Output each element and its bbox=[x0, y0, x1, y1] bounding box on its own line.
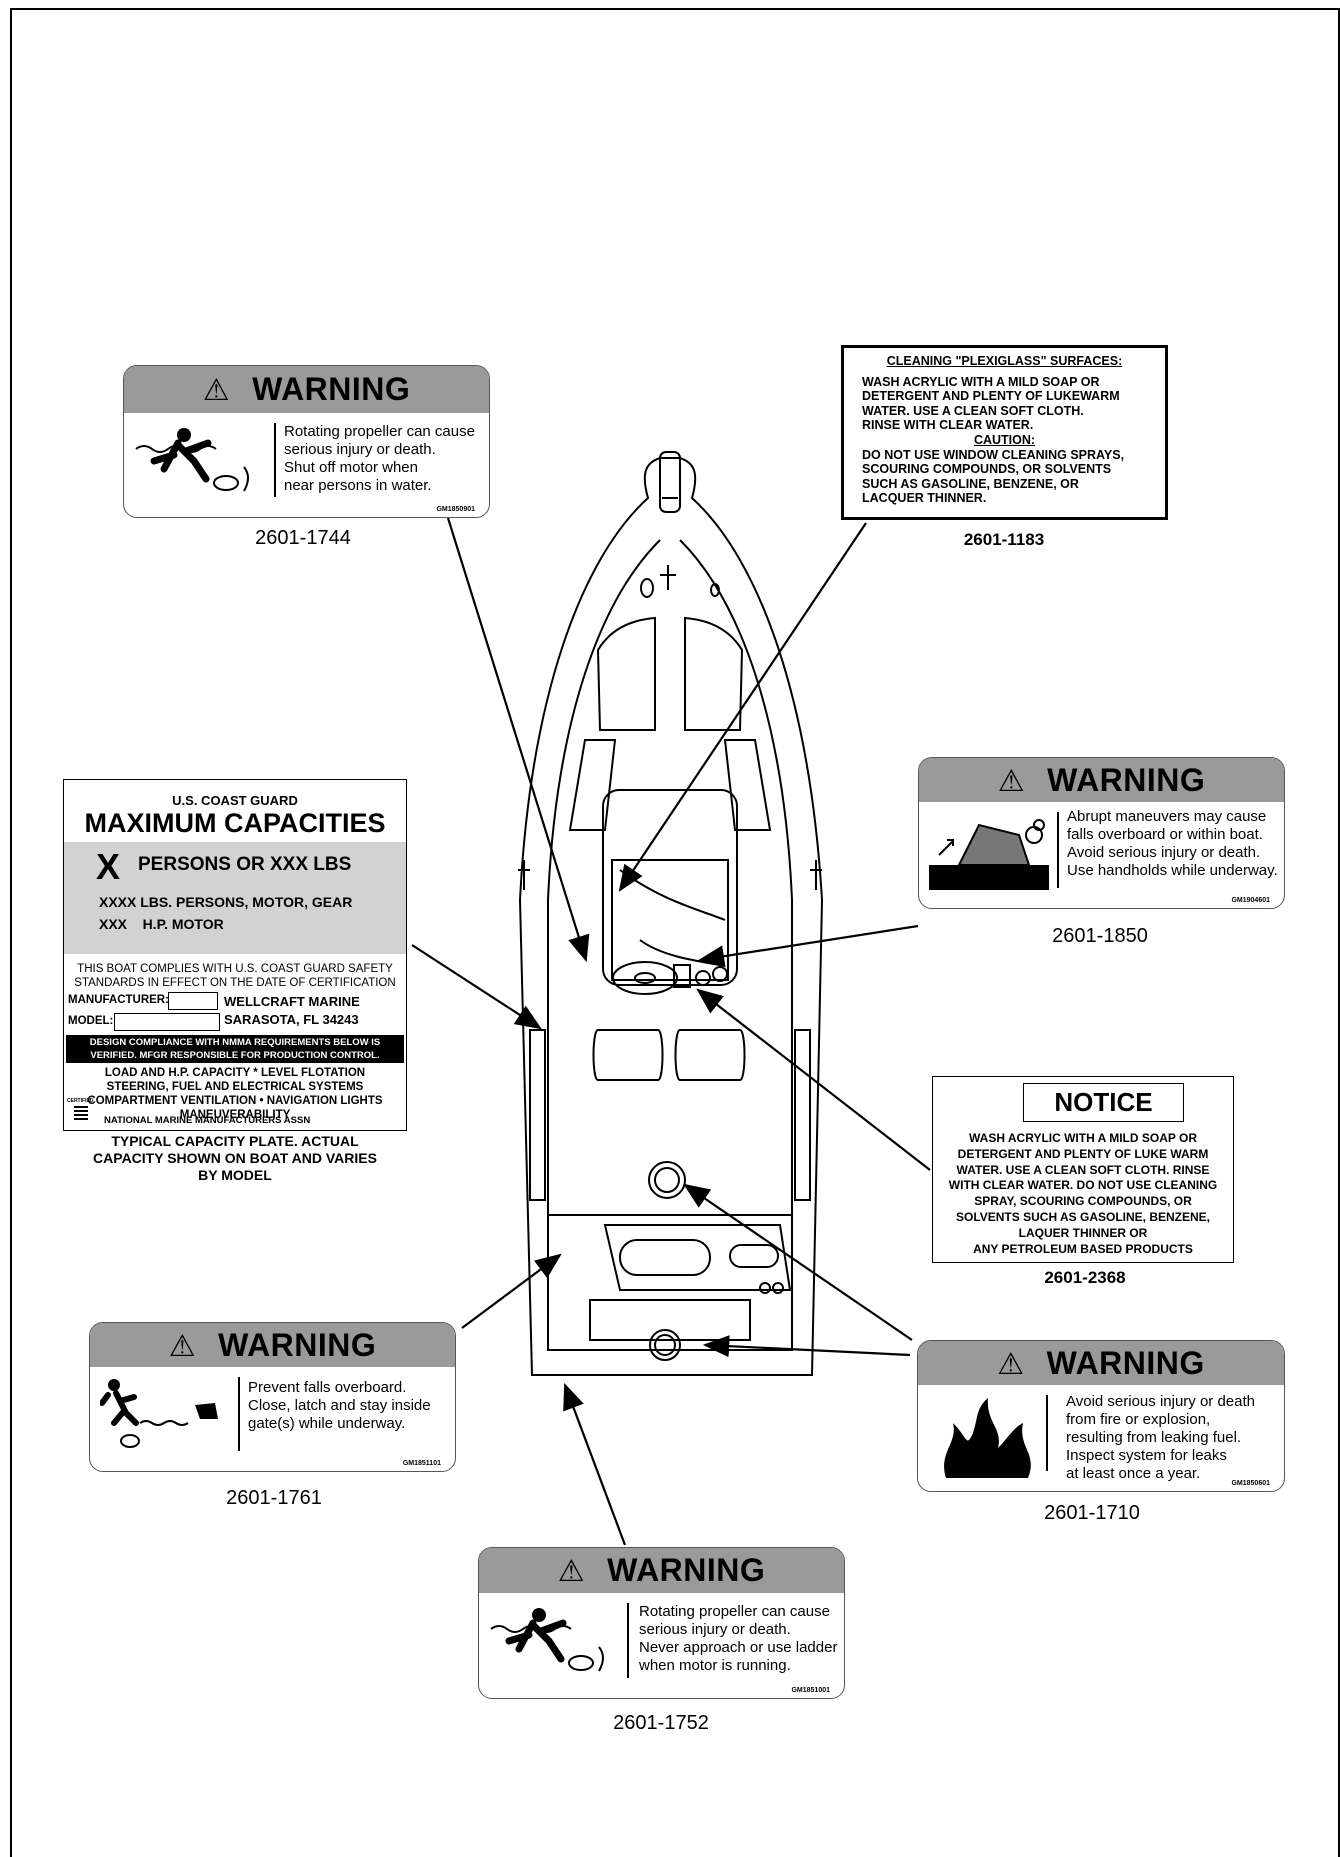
warning-header: ⚠WARNING bbox=[124, 366, 489, 413]
part-number-2601-1761: 2601-1761 bbox=[226, 1487, 322, 1509]
fall-overboard-icon bbox=[100, 1379, 218, 1448]
capacity-title: MAXIMUM CAPACITIES bbox=[84, 808, 386, 838]
persons-label: PERSONS OR XXX LBS bbox=[138, 854, 352, 875]
arrow-2601-1744 bbox=[446, 517, 590, 963]
persons-value: X bbox=[96, 846, 121, 887]
part-number-2601-1710: 2601-1710 bbox=[1044, 1502, 1140, 1524]
warning-triangle-icon: ⚠ bbox=[997, 1348, 1025, 1381]
warning-label-falls-overboard: ⚠WARNING Prevent falls overboard.Close, … bbox=[89, 1322, 456, 1472]
warning-triangle-icon: ⚠ bbox=[557, 1555, 586, 1588]
caution-title: CAUTION: bbox=[973, 432, 1036, 447]
divider-line bbox=[627, 1603, 629, 1678]
divider-line bbox=[1046, 1395, 1048, 1471]
divider-line bbox=[1057, 812, 1059, 888]
capacity-fields: X PERSONS OR XXX LBS XXXX LBS. PERSONS, … bbox=[64, 842, 406, 954]
warning-triangle-icon: ⚠ bbox=[997, 765, 1026, 798]
arrow-2601-1710-b bbox=[683, 1183, 913, 1341]
agency: U.S. COAST GUARD bbox=[172, 793, 298, 808]
warning-header: ⚠WARNING bbox=[918, 1341, 1284, 1385]
certified-mark: CERTIFIED bbox=[67, 1098, 94, 1104]
caution-text: DO NOT USE WINDOW CLEANING SPRAYS,SCOURI… bbox=[862, 447, 1125, 506]
leader-arrows bbox=[411, 517, 931, 1546]
arrow-2601-1710-a bbox=[702, 1335, 911, 1358]
warning-header: ⚠WARNING bbox=[90, 1323, 455, 1367]
arrow-capacity bbox=[411, 944, 542, 1030]
fire-icon bbox=[944, 1398, 1031, 1478]
manufacturer-block: MANUFACTURER: MODEL: WELLCRAFT MARINE SA… bbox=[64, 990, 406, 1032]
cleaning-title: CLEANING "PLEXIGLASS" SURFACES: bbox=[886, 354, 1123, 368]
warning-header: ⚠WARNING bbox=[479, 1548, 844, 1593]
part-number-2601-2368: 2601-2368 bbox=[1044, 1268, 1126, 1287]
nmma-bar: DESIGN COMPLIANCE WITH NMMA REQUIREMENTS… bbox=[66, 1035, 404, 1063]
hp-label: XXX H.P. MOTOR bbox=[99, 916, 224, 932]
warning-triangle-icon: ⚠ bbox=[202, 374, 231, 407]
complies-text: THIS BOAT COMPLIES WITH U.S. COAST GUARD… bbox=[74, 963, 396, 989]
part-number-2601-1752: 2601-1752 bbox=[613, 1712, 709, 1734]
boat-fall-icon bbox=[929, 819, 1049, 890]
cleaning-plexiglass-label: CLEANING "PLEXIGLASS" SURFACES: WASH ACR… bbox=[841, 345, 1168, 520]
arrow-2601-1761 bbox=[461, 1253, 562, 1329]
part-number-2601-1183: 2601-1183 bbox=[963, 530, 1045, 549]
notice-title: NOTICE bbox=[1023, 1083, 1184, 1122]
requirements: LOAD AND H.P. CAPACITY * LEVEL FLOTATION… bbox=[87, 1067, 383, 1121]
divider-line bbox=[238, 1377, 240, 1451]
label-code: GM1851001 bbox=[791, 1687, 830, 1694]
label-code: GM1904601 bbox=[1231, 897, 1270, 904]
nmma-name: NATIONAL MARINE MANUFACTURERS ASSN bbox=[104, 1115, 311, 1126]
arrow-2601-2368 bbox=[696, 988, 931, 1171]
divider-line bbox=[274, 423, 276, 497]
label-code: GM1851101 bbox=[402, 1460, 441, 1467]
label-code: GM1850901 bbox=[436, 506, 475, 513]
warning-header: ⚠WARNING bbox=[919, 758, 1284, 802]
boat-hull bbox=[518, 451, 824, 1376]
arrow-2601-1850 bbox=[697, 924, 919, 968]
arrow-2601-1752 bbox=[563, 1382, 627, 1546]
nmma-logo-icon bbox=[74, 1106, 88, 1120]
label-code: GM1850601 bbox=[1231, 1480, 1270, 1487]
warning-triangle-icon: ⚠ bbox=[168, 1330, 197, 1363]
swimmer-propeller-icon bbox=[135, 428, 249, 492]
page-frame bbox=[10, 8, 1340, 1857]
part-number-2601-1850: 2601-1850 bbox=[1052, 925, 1148, 947]
capacity-plate: U.S. COAST GUARD MAXIMUM CAPACITIES X PE… bbox=[63, 779, 407, 1131]
swimmer-propeller-icon bbox=[490, 1608, 604, 1672]
part-number-2601-1744: 2601-1744 bbox=[255, 527, 351, 549]
arrow-2601-1183 bbox=[618, 522, 867, 892]
warning-text: Prevent falls overboard.Close, latch and… bbox=[248, 1379, 431, 1432]
gear-label: XXXX LBS. PERSONS, MOTOR, GEAR bbox=[99, 894, 353, 910]
